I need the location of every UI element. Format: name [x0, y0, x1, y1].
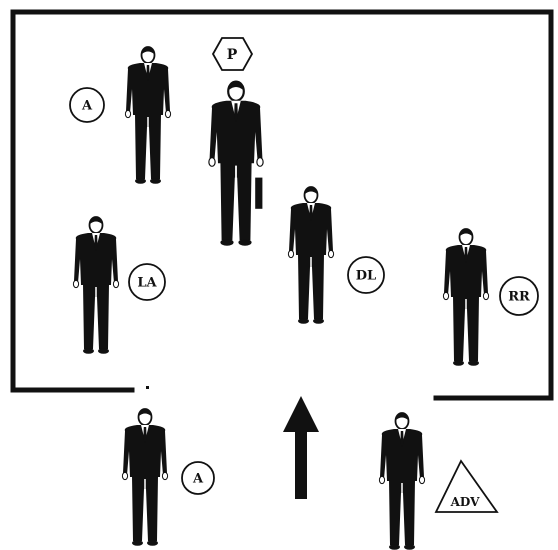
- boundary-gap-mark: [146, 386, 149, 389]
- protectee-hexagon-icon: P: [211, 37, 254, 71]
- agent-center: [287, 186, 335, 325]
- badge-left: LA: [128, 263, 166, 301]
- adversary-triangle-icon: ADV: [434, 459, 499, 513]
- agent-right: [442, 228, 490, 367]
- badge-front-left: A: [69, 87, 105, 123]
- adversary-figure: [378, 412, 426, 550]
- agent-left: [72, 216, 120, 355]
- agent-rear: [121, 408, 169, 547]
- protectee-label: P: [227, 47, 238, 63]
- badge-left-label: LA: [137, 276, 157, 291]
- badge-center-label: DL: [356, 269, 376, 284]
- badge-front-left-label: A: [81, 99, 93, 114]
- badge-rear: A: [181, 461, 215, 495]
- badge-rear-label: A: [192, 472, 204, 487]
- protectee-figure: [207, 80, 265, 247]
- badge-right: RR: [499, 276, 539, 316]
- badge-right-label: RR: [508, 290, 530, 305]
- movement-arrow-icon: [283, 396, 319, 499]
- agent-front-left: [124, 46, 172, 185]
- badge-center: DL: [347, 256, 385, 294]
- room-boundary: [10, 9, 554, 401]
- adversary-label: ADV: [450, 495, 481, 509]
